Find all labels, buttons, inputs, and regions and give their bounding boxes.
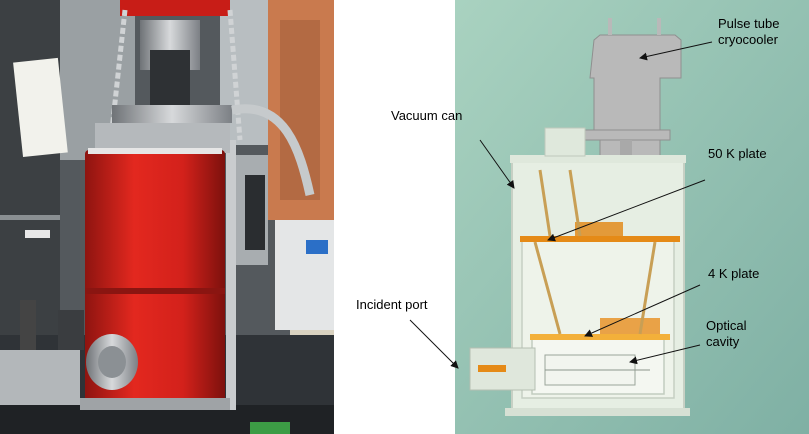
white-equipment bbox=[275, 220, 334, 330]
valve-body bbox=[58, 310, 84, 350]
cold-head-motor bbox=[150, 50, 190, 105]
paper-note bbox=[13, 57, 68, 158]
bottom-plate bbox=[505, 408, 690, 416]
label-50k-plate: 50 K plate bbox=[708, 146, 767, 161]
arrow-pulse-tube bbox=[639, 41, 713, 61]
red-crossbar bbox=[120, 0, 230, 16]
bracket-dark bbox=[245, 175, 265, 250]
green-table-item bbox=[250, 422, 290, 434]
label-vacuum-can: Vacuum can bbox=[391, 108, 463, 123]
chain-right bbox=[227, 9, 243, 141]
flex-hose bbox=[231, 104, 315, 196]
top-port-tower bbox=[544, 127, 586, 157]
lab-rack-shelf bbox=[0, 215, 60, 220]
label-4k-plate: 4 K plate bbox=[708, 266, 760, 281]
arrow-optical-cavity bbox=[629, 344, 701, 365]
white-cable bbox=[25, 230, 50, 238]
arrow-50k-plate bbox=[547, 179, 706, 242]
vacuum-can-lid bbox=[510, 155, 686, 163]
arrow-4k-plate bbox=[584, 284, 701, 337]
cryostat-diagram bbox=[455, 0, 809, 434]
plate-50k-block bbox=[575, 222, 623, 236]
vertical-rail bbox=[226, 140, 236, 410]
plate-4k-block bbox=[600, 318, 660, 334]
annotation-arrows bbox=[409, 41, 713, 369]
arrow-incident-port bbox=[409, 319, 459, 369]
label-optical-cavity: Optical cavity bbox=[706, 318, 747, 349]
incident-port-beam bbox=[478, 365, 506, 372]
label-incident-port: Incident port bbox=[356, 297, 428, 312]
cryocooler-pin-right bbox=[657, 18, 661, 35]
support-struts bbox=[533, 169, 657, 335]
head-flange bbox=[112, 105, 232, 123]
incident-port-window bbox=[98, 346, 126, 378]
arrow-vacuum-can bbox=[479, 139, 515, 189]
plate-4k bbox=[530, 334, 670, 340]
plate-50k bbox=[520, 236, 680, 242]
can-lid-rim bbox=[88, 148, 222, 154]
cryocooler-pin-left bbox=[608, 18, 612, 35]
can-ring bbox=[85, 288, 225, 294]
optics-post bbox=[20, 300, 36, 350]
blue-box bbox=[306, 240, 328, 254]
cryostat-photo: LIFT bbox=[0, 0, 334, 434]
label-pulse-tube-cryocooler: Pulse tube cryocooler bbox=[718, 16, 780, 47]
can-base bbox=[80, 398, 230, 410]
optics-mount bbox=[0, 350, 80, 405]
